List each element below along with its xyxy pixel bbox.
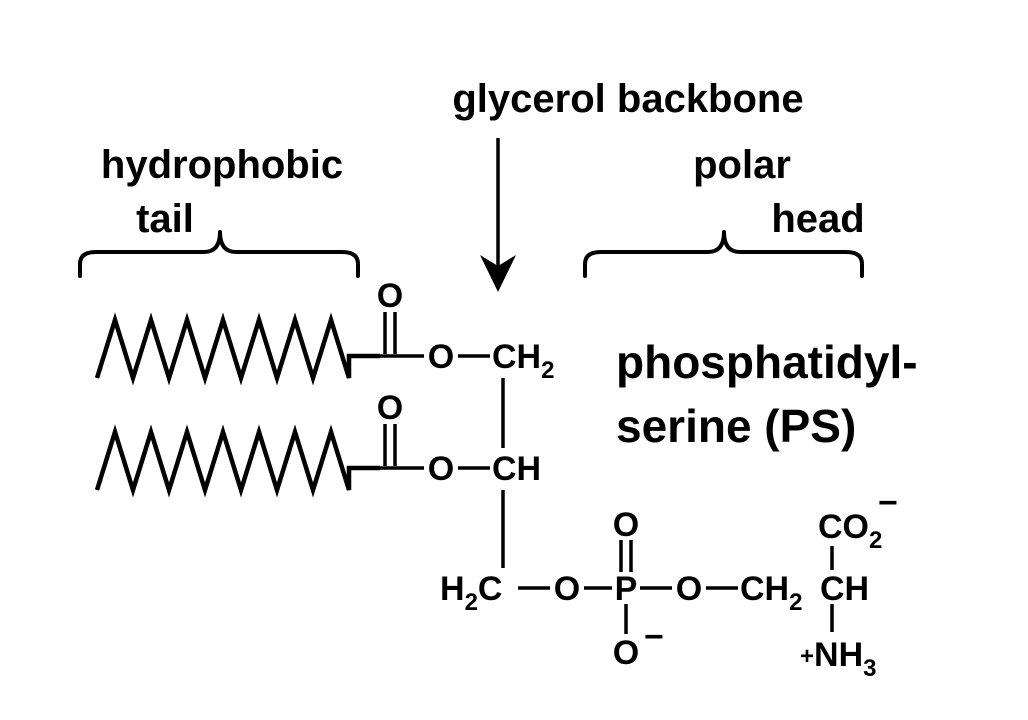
glycerol-c1: CH2 (492, 338, 554, 384)
serine-alpha-carbon: CH (820, 570, 869, 608)
ester-oxygen-2: O (428, 450, 454, 488)
carbonyl-oxygen-1: O (377, 277, 403, 315)
glycerol-backbone-label: glycerol backbone (452, 77, 803, 121)
phosphate-bottom-oxygen: O (613, 634, 639, 672)
glycerol-c3: H2C (440, 570, 502, 616)
bridge-oxygen-2: O (676, 570, 702, 608)
hydrophobic-label: hydrophobic (101, 143, 343, 187)
phosphate-top-oxygen: O (613, 506, 639, 544)
phosphorus: P (615, 570, 638, 608)
glycerol-c2: CH (492, 450, 541, 488)
phosphate-negative-charge: − (644, 618, 664, 656)
carboxylate: CO2 (818, 508, 882, 554)
ammonium: +NH3 (800, 636, 876, 682)
head-brace (583, 230, 864, 278)
fatty-acid-tail-2 (94, 424, 380, 498)
tail-brace (78, 230, 360, 278)
head-label: head (771, 197, 864, 241)
molecule-name-line2: serine (PS) (616, 400, 856, 452)
bridge-oxygen-1: O (554, 570, 580, 608)
serine-ch2: CH2 (740, 570, 802, 616)
fatty-acid-tail-1 (94, 312, 380, 386)
carboxylate-negative-charge: − (878, 484, 898, 522)
tail-label: tail (136, 197, 194, 241)
glycerol-arrow-head (480, 255, 516, 292)
polar-label: polar (693, 143, 791, 187)
carbonyl-oxygen-2: O (377, 389, 403, 427)
molecule-name-line1: phosphatidyl- (616, 336, 918, 388)
ester-oxygen-1: O (428, 338, 454, 376)
